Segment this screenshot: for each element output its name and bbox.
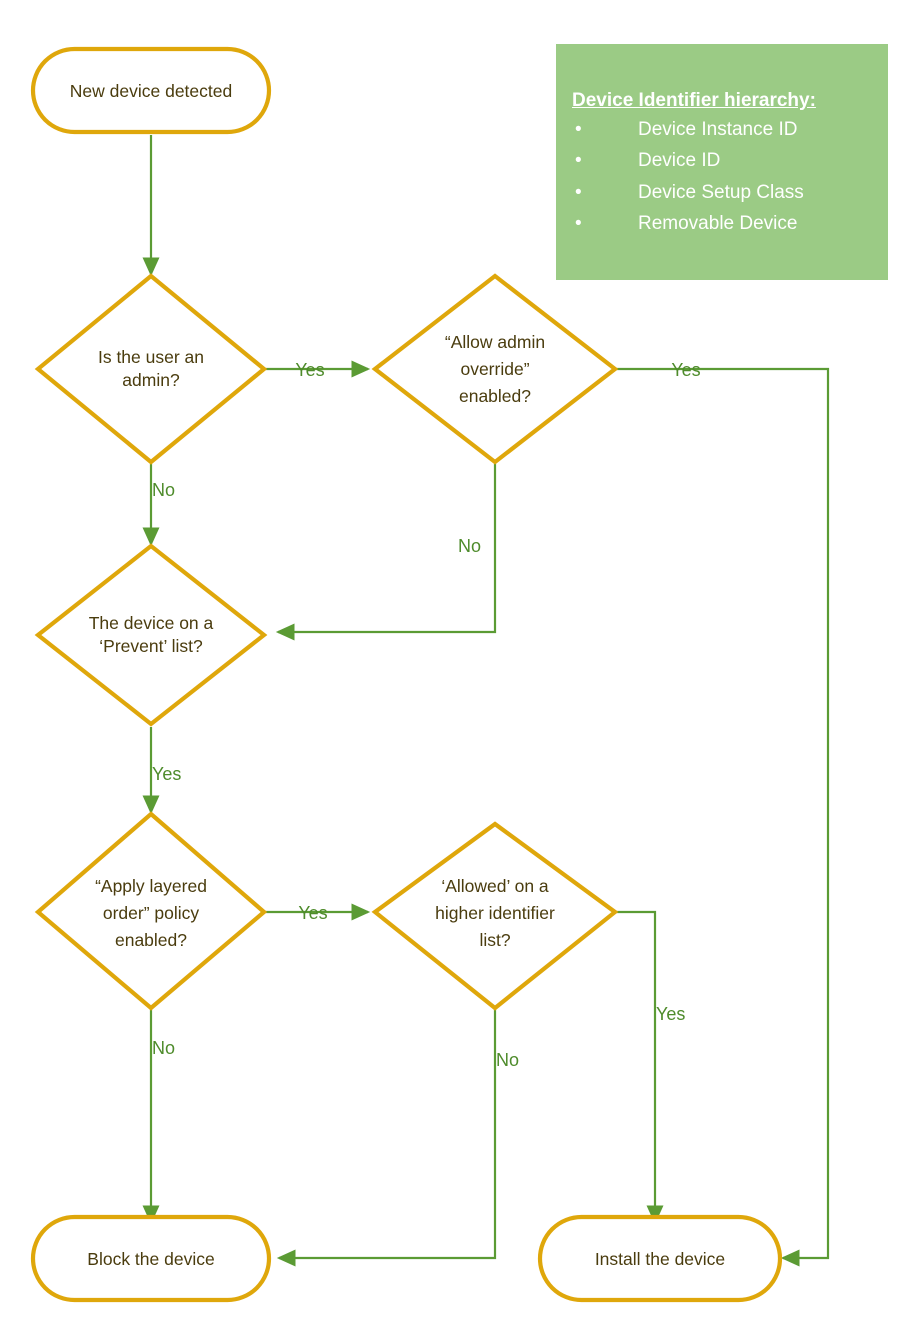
node-block[interactable]: Block the device	[30, 1214, 272, 1303]
node-start-shape	[30, 46, 272, 135]
bullet-icon: •	[575, 118, 582, 140]
node-block-shape	[30, 1214, 272, 1303]
node-install-shape	[537, 1214, 783, 1303]
node-admin-override-line1: “Allow admin	[445, 332, 545, 352]
legend-item: • Device Setup Class	[572, 177, 874, 208]
node-allowed-higher-line2: higher identifier	[435, 903, 555, 923]
node-layered-order-shape	[34, 811, 268, 1011]
node-prevent-list-line2: ‘Prevent’ list?	[99, 636, 203, 656]
bullet-icon: •	[575, 181, 582, 203]
edge-admin-override-no	[275, 464, 497, 641]
edge-label-allowed-higher-yes: Yes	[656, 1004, 685, 1024]
node-layered-order[interactable]: “Apply layered order” policy enabled?	[34, 811, 268, 1011]
edge-label-prevent-list-yes: Yes	[152, 764, 181, 784]
legend-item-label: Removable Device	[638, 212, 798, 234]
node-prevent-list[interactable]: The device on a ‘Prevent’ list?	[34, 543, 268, 727]
node-install-label: Install the device	[595, 1249, 725, 1269]
node-layered-order-line3: enabled?	[115, 930, 187, 950]
node-start[interactable]: New device detected	[30, 46, 272, 135]
legend-item-label: Device Instance ID	[638, 118, 798, 140]
edge-label-admin-override-no: No	[458, 536, 481, 556]
legend-item-list: • Device Instance ID • Device ID • Devic…	[572, 114, 874, 239]
legend-title: Device Identifier hierarchy:	[572, 90, 816, 111]
legend-panel: Device Identifier hierarchy: • Device In…	[556, 44, 888, 280]
edge-allowed-higher-no	[276, 1008, 497, 1267]
legend-item: • Device ID	[572, 145, 874, 176]
node-install[interactable]: Install the device	[537, 1214, 783, 1303]
node-is-admin-shape	[34, 273, 268, 465]
edge-label-is-admin-yes: Yes	[295, 360, 324, 380]
node-is-admin-line1: Is the user an	[98, 347, 204, 367]
node-admin-override[interactable]: “Allow admin override” enabled?	[371, 273, 619, 465]
node-allowed-higher-shape	[371, 821, 619, 1011]
edge-label-allowed-higher-no: No	[496, 1050, 519, 1070]
legend-item-label: Device ID	[638, 150, 721, 172]
edge-label-admin-override-yes: Yes	[671, 360, 700, 380]
edge-label-is-admin-no: No	[152, 480, 175, 500]
edge-label-layered-order-yes: Yes	[298, 903, 327, 923]
edge-allowed-higher-yes	[613, 910, 664, 1225]
edge-label-layered-order-no: No	[152, 1038, 175, 1058]
node-allowed-higher[interactable]: ‘Allowed’ on a higher identifier list?	[371, 821, 619, 1011]
node-admin-override-line2: override”	[460, 359, 529, 379]
legend-item-label: Device Setup Class	[638, 181, 804, 203]
node-prevent-list-line1: The device on a	[89, 613, 214, 633]
node-allowed-higher-line1: ‘Allowed’ on a	[441, 876, 549, 896]
bullet-icon: •	[575, 212, 582, 234]
node-admin-override-shape	[371, 273, 619, 465]
edge-admin-override-yes	[613, 367, 830, 1267]
legend-item: • Device Instance ID	[572, 114, 874, 145]
bullet-icon: •	[575, 150, 582, 172]
node-admin-override-line3: enabled?	[459, 386, 531, 406]
node-layered-order-line2: order” policy	[103, 903, 200, 923]
node-allowed-higher-line3: list?	[479, 930, 510, 950]
node-prevent-list-shape	[34, 543, 268, 727]
node-is-admin[interactable]: Is the user an admin?	[34, 273, 268, 465]
node-layered-order-line1: “Apply layered	[95, 876, 207, 896]
legend-item: • Removable Device	[572, 208, 874, 239]
node-is-admin-line2: admin?	[122, 370, 180, 390]
node-start-label: New device detected	[70, 81, 232, 101]
node-block-label: Block the device	[87, 1249, 214, 1269]
